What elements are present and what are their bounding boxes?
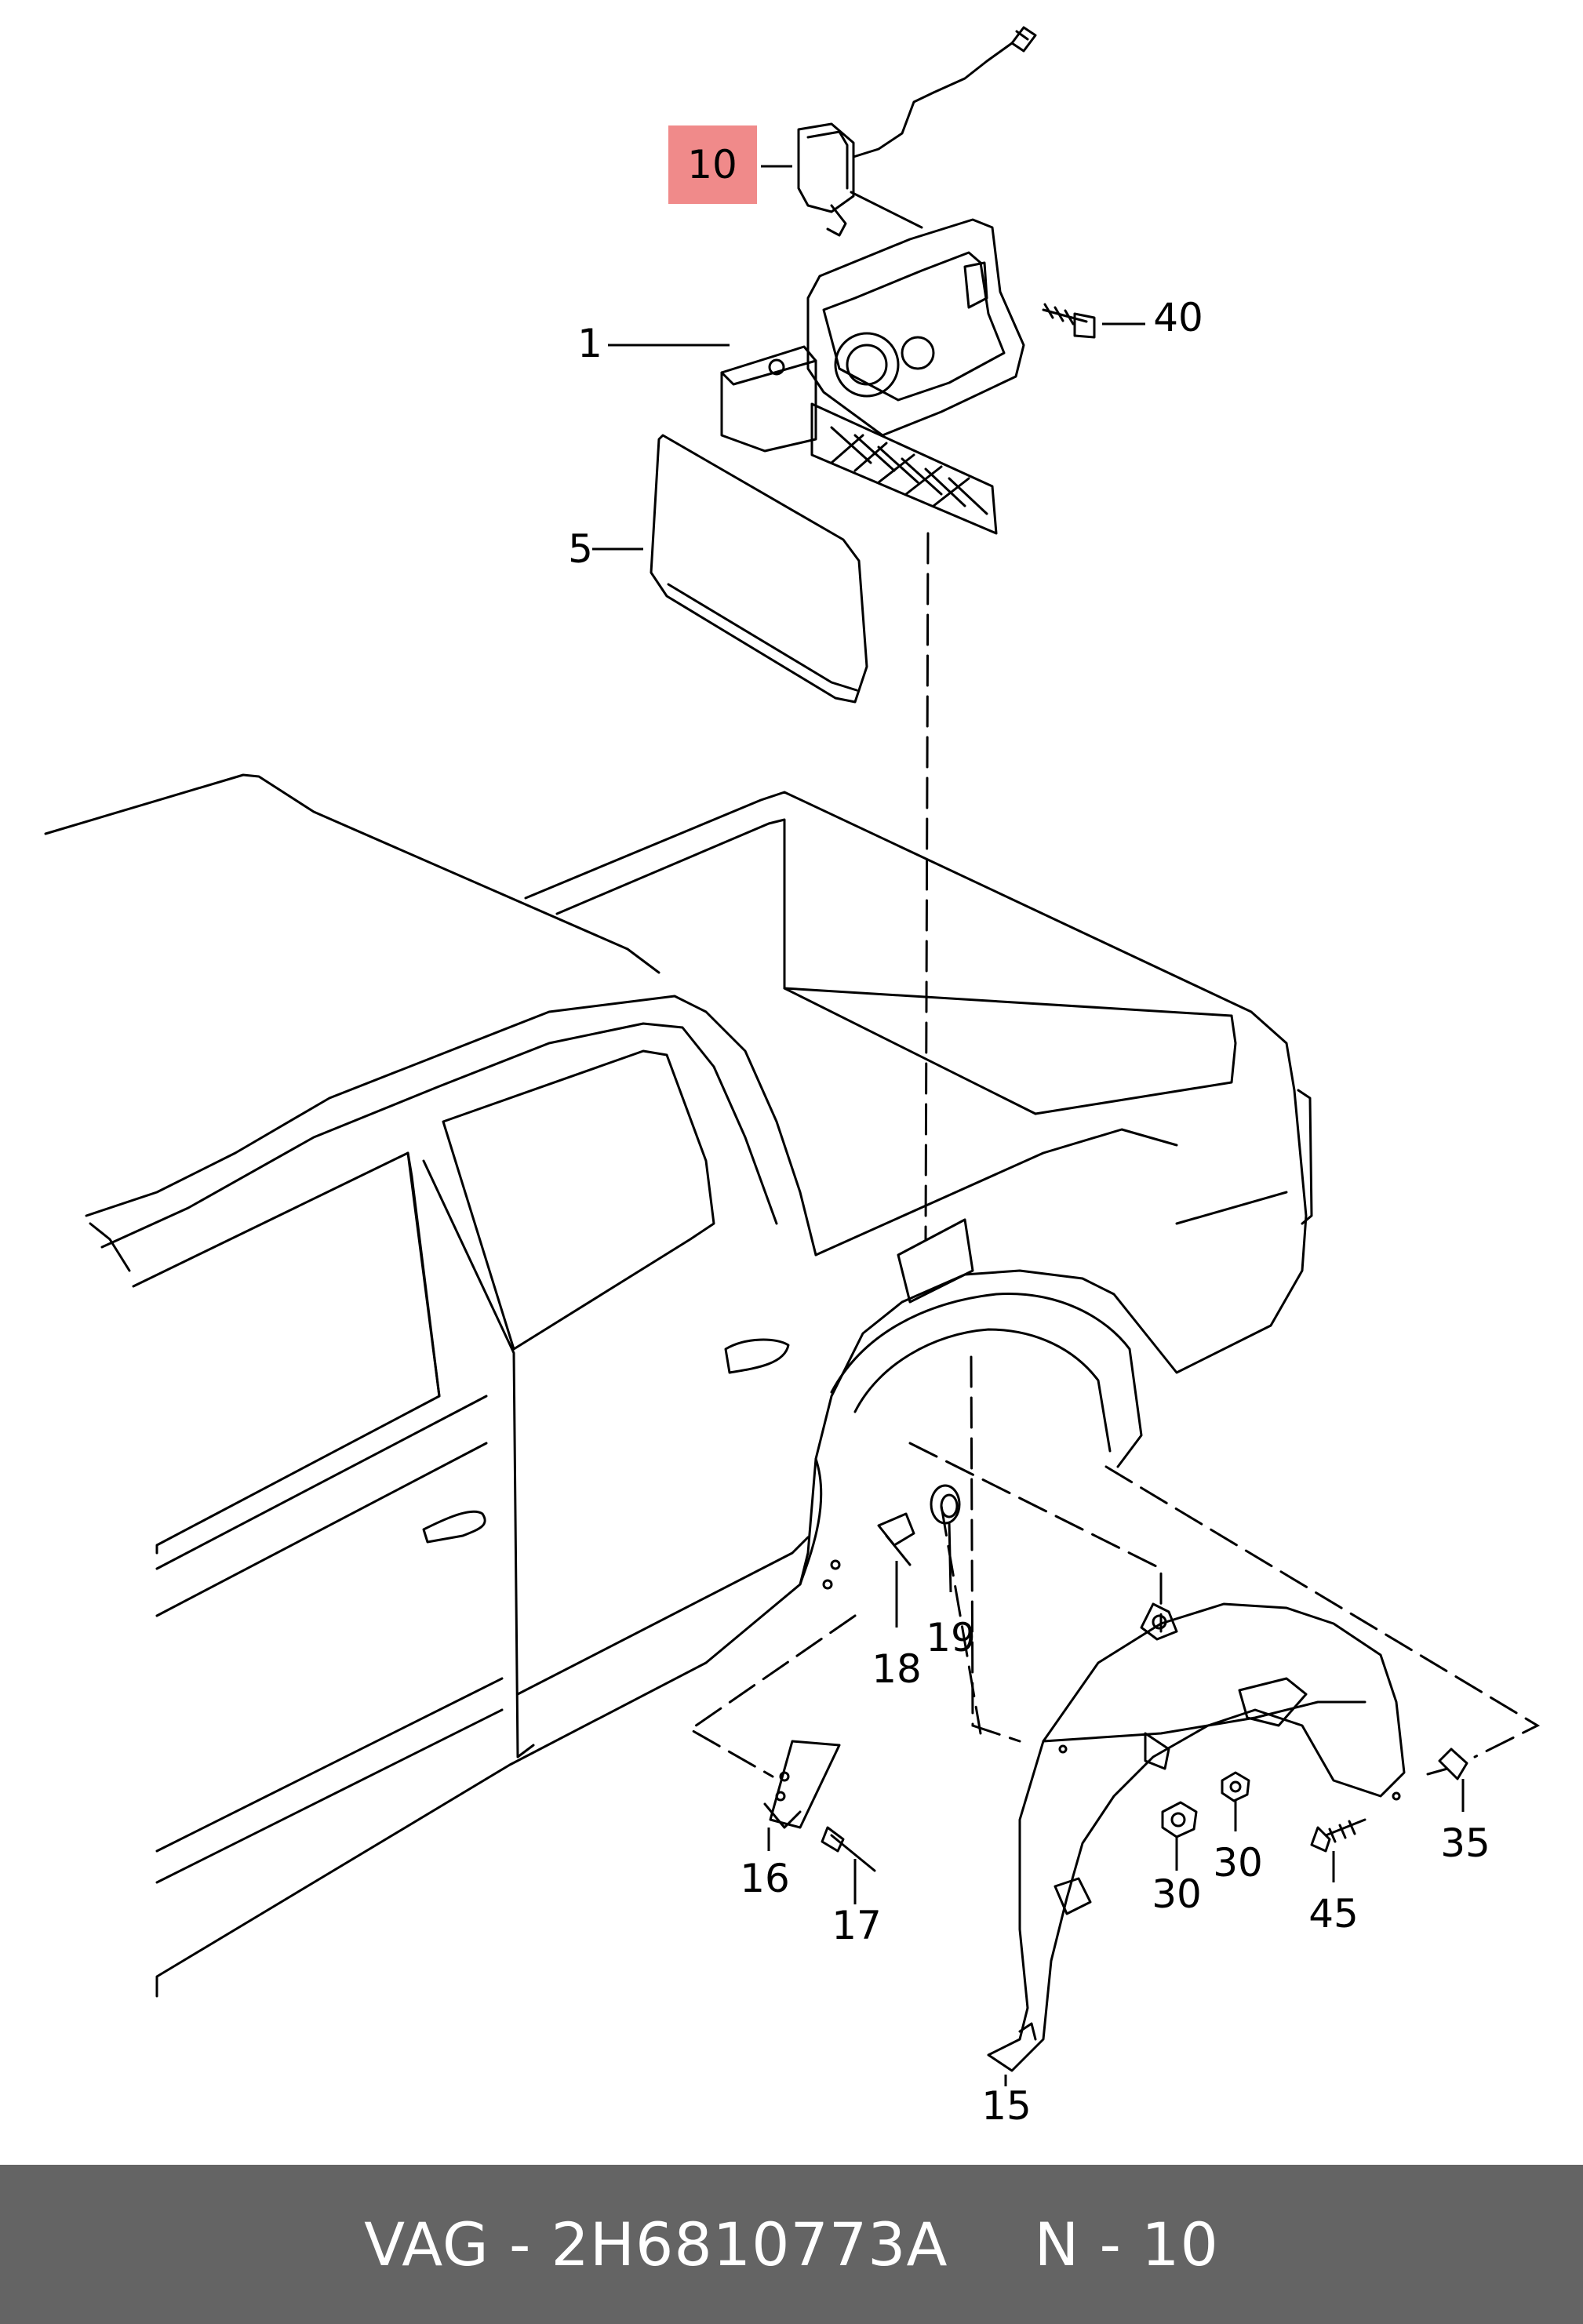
pickup-truck-body xyxy=(44,773,1313,1998)
grommet-part-18 xyxy=(877,1512,915,1566)
nut-part-30-left xyxy=(1161,1801,1198,1838)
part-reference-footer: VAG - 2H6810773A N - 10 xyxy=(0,2165,1583,2324)
callout-5[interactable]: 5 xyxy=(568,526,593,572)
screw-part-40 xyxy=(1042,303,1096,339)
callout-45[interactable]: 45 xyxy=(1308,1891,1359,1937)
clip-part-35 xyxy=(1426,1748,1468,1780)
part-number: VAG - 2H6810773A xyxy=(364,2209,948,2279)
assembly-guide-lines xyxy=(688,532,1541,1778)
callout-16[interactable]: 16 xyxy=(740,1856,790,1901)
rivet-part-17 xyxy=(821,1826,876,1872)
wheel-liner-part-15 xyxy=(987,1602,1406,2072)
callout-19[interactable]: 19 xyxy=(926,1615,976,1660)
callout-30-right[interactable]: 30 xyxy=(1213,1840,1263,1886)
callout-18[interactable]: 18 xyxy=(872,1646,922,1692)
filler-housing-part-1 xyxy=(720,218,1025,535)
callout-highlight-10 xyxy=(668,125,757,204)
callout-35[interactable]: 35 xyxy=(1440,1820,1490,1866)
callout-15[interactable]: 15 xyxy=(981,2083,1032,2129)
screw-part-45 xyxy=(1310,1818,1366,1853)
nut-part-30-right xyxy=(1221,1771,1250,1802)
actuator-part-10 xyxy=(797,26,1037,237)
cap-part-19 xyxy=(930,1484,961,1525)
bracket-part-16 xyxy=(763,1740,841,1829)
position-number: N - 10 xyxy=(1034,2209,1219,2279)
exploded-parts-diagram: 10 40 1 5 18 19 16 17 30 30 35 45 15 xyxy=(44,26,1541,2129)
filler-flap-part-5 xyxy=(650,434,868,704)
callout-10[interactable]: 10 xyxy=(687,142,737,187)
callout-1[interactable]: 1 xyxy=(577,321,602,366)
leader-lines xyxy=(592,165,1465,2086)
callout-30-left[interactable]: 30 xyxy=(1152,1871,1202,1917)
callout-40[interactable]: 40 xyxy=(1153,295,1203,340)
callout-17[interactable]: 17 xyxy=(832,1903,882,1948)
